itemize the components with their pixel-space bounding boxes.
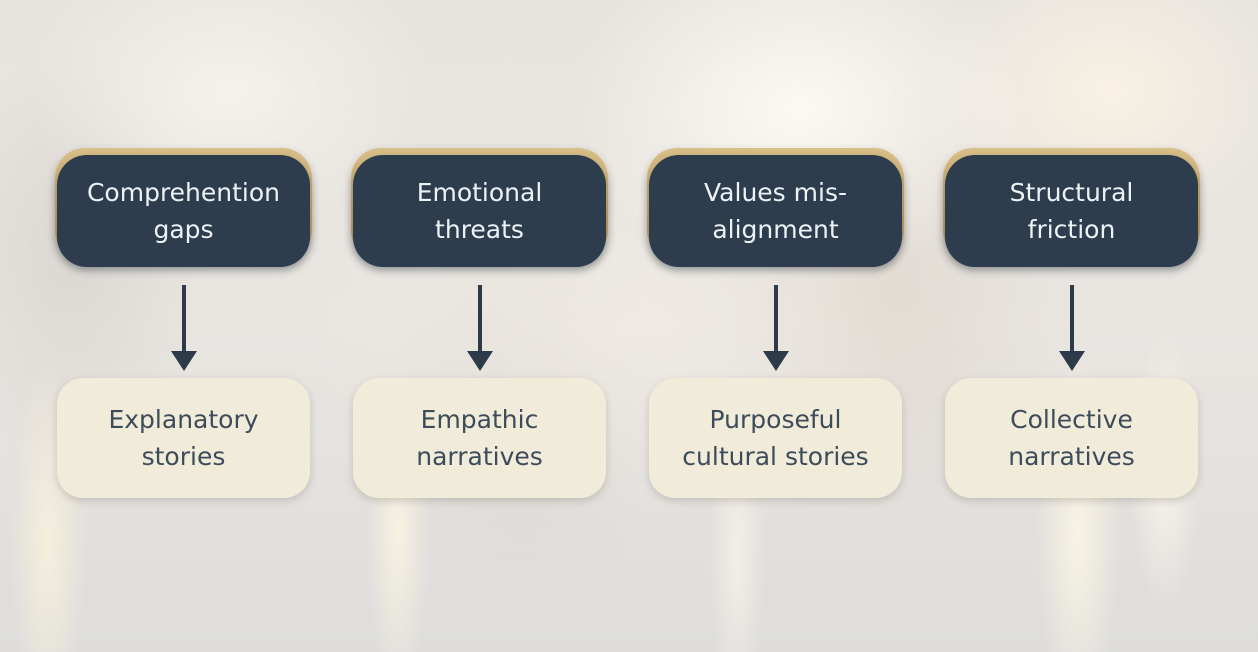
- problem-box: Values mis- alignment: [649, 155, 902, 267]
- problem-card-comprehension-gaps: Comprehention gaps: [55, 148, 312, 267]
- down-arrow-icon: [1058, 285, 1085, 371]
- down-arrow-icon: [170, 285, 197, 371]
- problem-label-line: Comprehention: [86, 178, 281, 207]
- solution-label-line: Explanatory: [108, 405, 259, 434]
- solution-label-line: Collective: [1010, 405, 1133, 434]
- arrow-head: [762, 351, 789, 371]
- arrow-line: [181, 285, 186, 351]
- solution-label-line: stories: [141, 442, 226, 471]
- flow-column-2: Emotional threats Empathic narratives: [351, 148, 608, 498]
- solution-label-line: narratives: [416, 442, 543, 471]
- problem-label-line: gaps: [153, 215, 214, 244]
- problem-label-line: Structural: [1009, 178, 1134, 207]
- problem-label-line: alignment: [712, 215, 839, 244]
- problem-box: Structural friction: [945, 155, 1198, 267]
- solution-label-line: Purposeful: [709, 405, 842, 434]
- down-arrow-icon: [762, 285, 789, 371]
- arrow-head: [1058, 351, 1085, 371]
- diagram-columns: Comprehention gaps Explanatory stories E…: [55, 148, 1200, 498]
- down-arrow-icon: [466, 285, 493, 371]
- arrow-head: [466, 351, 493, 371]
- problem-card-emotional-threats: Emotional threats: [351, 148, 608, 267]
- solution-label-line: narratives: [1008, 442, 1135, 471]
- solution-box-explanatory-stories: Explanatory stories: [57, 378, 310, 498]
- problem-label-line: threats: [435, 215, 524, 244]
- problem-label-line: Values mis-: [704, 178, 847, 207]
- arrow-line: [477, 285, 482, 351]
- solution-box-collective-narratives: Collective narratives: [945, 378, 1198, 498]
- flow-column-3: Values mis- alignment Purposeful cultura…: [647, 148, 904, 498]
- problem-box: Comprehention gaps: [57, 155, 310, 267]
- solution-box-empathic-narratives: Empathic narratives: [353, 378, 606, 498]
- problem-label-line: Emotional: [416, 178, 543, 207]
- arrow-line: [773, 285, 778, 351]
- arrow-head: [170, 351, 197, 371]
- problem-card-structural-friction: Structural friction: [943, 148, 1200, 267]
- flow-column-4: Structural friction Collective narrative…: [943, 148, 1200, 498]
- flow-column-1: Comprehention gaps Explanatory stories: [55, 148, 312, 498]
- solution-label-line: Empathic: [420, 405, 539, 434]
- solution-box-purposeful-cultural-stories: Purposeful cultural stories: [649, 378, 902, 498]
- arrow-line: [1069, 285, 1074, 351]
- solution-label-line: cultural stories: [682, 442, 869, 471]
- problem-label-line: friction: [1027, 215, 1116, 244]
- problem-box: Emotional threats: [353, 155, 606, 267]
- problem-card-values-misalignment: Values mis- alignment: [647, 148, 904, 267]
